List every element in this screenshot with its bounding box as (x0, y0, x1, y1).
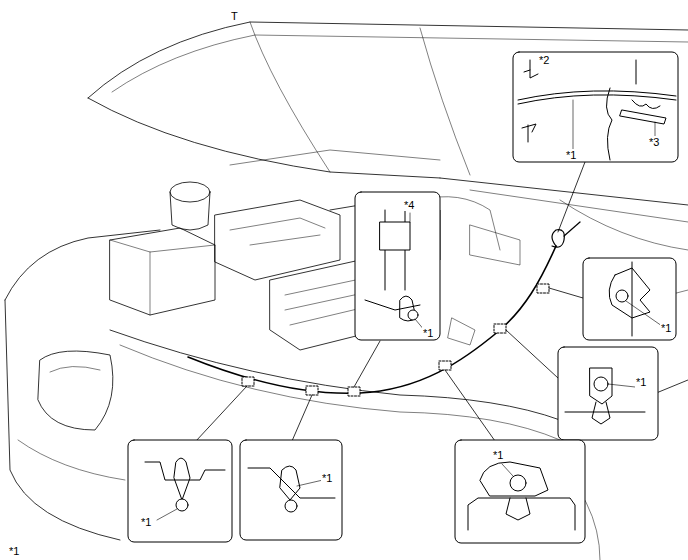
hood-clip (524, 60, 538, 78)
clamp (609, 268, 650, 318)
clamp-location (306, 386, 318, 395)
leader-line (410, 213, 411, 222)
clamp-location (348, 387, 360, 396)
leader-line (157, 509, 177, 520)
clamp (590, 368, 612, 404)
detail-inset (240, 440, 342, 540)
hood-edge (88, 98, 440, 178)
cable-section (594, 377, 608, 391)
leader-line (608, 384, 635, 387)
leader-line (196, 386, 247, 441)
callout-number: *2 (538, 54, 550, 66)
panel (565, 412, 645, 413)
cable-section (408, 310, 418, 320)
leader-line (354, 341, 380, 387)
leader-line (445, 370, 495, 441)
callout-number: *1 (635, 376, 647, 388)
panel (632, 262, 633, 336)
battery (110, 240, 215, 315)
cable-section (510, 475, 526, 491)
leader-line (655, 122, 656, 136)
callout-number: *1 (140, 516, 152, 528)
clamp-location (439, 361, 451, 370)
fuse-box (470, 225, 520, 265)
detail-inset (355, 192, 440, 340)
clip-pin (506, 498, 530, 520)
marking-tape (380, 222, 410, 250)
panel (468, 498, 575, 530)
reservoir-cap (170, 182, 210, 202)
callout-number: *1 (565, 149, 577, 161)
engine-cover (230, 218, 325, 245)
reservoir (170, 192, 210, 230)
leader-line (297, 480, 323, 486)
clamp-location (494, 324, 506, 333)
cowl (440, 178, 688, 205)
battery (110, 228, 215, 315)
cable-section (176, 499, 188, 511)
clamp (480, 462, 548, 496)
cable (518, 95, 676, 104)
cable-wire (606, 88, 612, 160)
callout-number: T (230, 10, 239, 22)
bumper-edge (18, 440, 125, 480)
leader-line (502, 464, 513, 476)
panel (365, 300, 420, 310)
bracket (448, 318, 475, 345)
hood-inner (420, 28, 470, 175)
clip (280, 466, 300, 500)
headlight (38, 351, 113, 430)
callout-number: *4 (403, 199, 415, 211)
clip-pin (592, 402, 610, 424)
leader-line (506, 330, 558, 378)
cable-section (616, 290, 628, 302)
clamp-location (537, 284, 549, 293)
cable (518, 91, 676, 100)
leader-line (292, 395, 312, 441)
detail-inset (583, 258, 676, 340)
leader-line (626, 301, 662, 326)
leader-line (549, 288, 583, 298)
detail-inset (455, 440, 585, 543)
body-edge (5, 230, 160, 300)
clamp-location (242, 377, 254, 386)
figure-code: *1 (8, 545, 20, 557)
panel (248, 468, 335, 498)
hood-inner (250, 22, 330, 172)
detail-inset (128, 440, 232, 542)
panel (145, 462, 225, 480)
clip (174, 458, 190, 500)
callout-number: *1 (492, 449, 504, 461)
strut-brace (230, 150, 440, 165)
detail-inset (558, 347, 658, 440)
hood-lock (632, 60, 660, 109)
leader-line (558, 162, 585, 232)
detail-inset (513, 52, 678, 162)
cowl (560, 200, 688, 250)
radiator-support (110, 330, 560, 420)
engine-cover (215, 200, 340, 280)
callout-number: *3 (648, 136, 660, 148)
headlight (50, 366, 100, 372)
cowl (470, 190, 688, 222)
hood-clip (522, 124, 536, 142)
leader-line (573, 100, 574, 150)
cable-section (285, 500, 297, 512)
callout-number: *1 (321, 472, 333, 484)
hood-lock (564, 222, 580, 236)
callout-number: *1 (422, 327, 434, 339)
body-edge (5, 300, 120, 540)
lever (620, 110, 666, 124)
callout-number: *1 (660, 322, 672, 334)
